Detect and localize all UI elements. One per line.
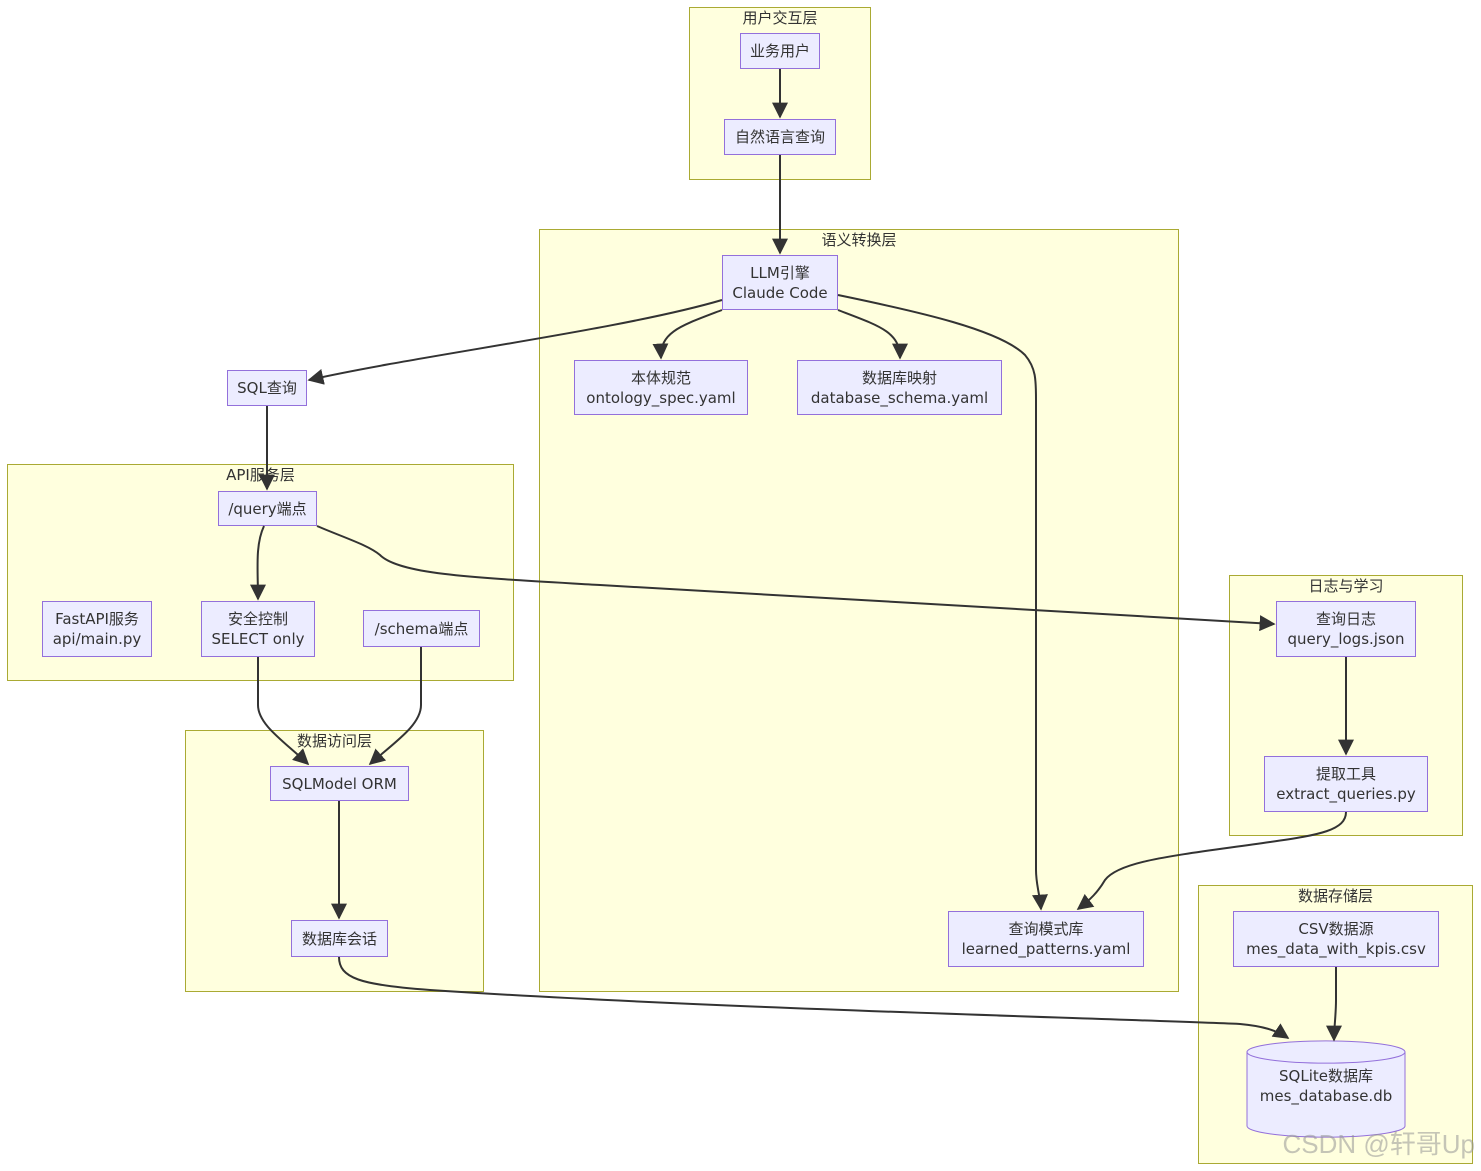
node-sublabel: database_schema.yaml (810, 388, 989, 407)
database-cylinder-icon (1246, 1040, 1406, 1138)
node-label: 数据库会话 (301, 929, 377, 948)
cluster-semantic-transform: 语义转换层 (539, 229, 1179, 992)
node-label: 自然语言查询 (734, 128, 825, 146)
cluster-title: 数据访问层 (296, 732, 372, 750)
node-label: LLM引擎 (750, 263, 810, 282)
node-sublabel: SELECT only (211, 630, 305, 648)
node-natural-language-query[interactable]: 自然语言查询 (724, 119, 836, 155)
node-label: 业务用户 (749, 42, 810, 60)
node-label: SQLite数据库 (1279, 1067, 1373, 1085)
node-csv-data-source[interactable]: CSV数据源 mes_data_with_kpis.csv (1233, 911, 1439, 967)
node-query-pattern-library[interactable]: 查询模式库 learned_patterns.yaml (948, 911, 1144, 967)
cluster-title: 数据存储层 (1297, 887, 1373, 905)
cluster-title: 日志与学习 (1308, 577, 1384, 595)
node-label: 查询模式库 (1008, 920, 1084, 938)
node-sqlite-database[interactable]: SQLite数据库 mes_database.db (1246, 1040, 1406, 1140)
node-label: 查询日志 (1315, 610, 1376, 628)
node-sublabel: mes_database.db (1259, 1087, 1393, 1105)
node-sublabel: api/main.py (52, 630, 142, 648)
cluster-title: 用户交互层 (742, 9, 818, 27)
node-sublabel: mes_data_with_kpis.csv (1246, 940, 1426, 958)
cluster-title: API服务层 (226, 466, 295, 484)
node-business-user[interactable]: 业务用户 (740, 33, 820, 69)
node-label: CSV数据源 (1298, 920, 1374, 938)
node-label: 数据库映射 (861, 368, 937, 387)
node-label: SQLModel ORM (282, 774, 397, 793)
node-schema-endpoint[interactable]: /schema端点 (363, 610, 480, 647)
node-security-control[interactable]: 安全控制 SELECT only (201, 601, 315, 657)
node-ontology-spec[interactable]: 本体规范 ontology_spec.yaml (574, 360, 748, 415)
node-sql-query[interactable]: SQL查询 (227, 370, 307, 406)
node-label: 安全控制 (227, 610, 288, 628)
node-llm-engine[interactable]: LLM引擎 Claude Code (722, 255, 838, 310)
node-sqlmodel-orm[interactable]: SQLModel ORM (270, 766, 409, 801)
watermark: CSDN @轩哥Up (1282, 1129, 1475, 1159)
node-label: FastAPI服务 (55, 610, 139, 628)
node-database-session[interactable]: 数据库会话 (291, 920, 388, 957)
node-query-log[interactable]: 查询日志 query_logs.json (1276, 601, 1416, 657)
node-fastapi-service[interactable]: FastAPI服务 api/main.py (42, 601, 152, 657)
node-sublabel: query_logs.json (1287, 630, 1405, 648)
node-sublabel: Claude Code (732, 283, 828, 302)
node-database-mapping[interactable]: 数据库映射 database_schema.yaml (797, 360, 1002, 415)
cluster-title: 语义转换层 (821, 231, 897, 249)
node-sublabel: ontology_spec.yaml (586, 388, 736, 407)
node-label: /query端点 (228, 499, 307, 518)
node-label: 提取工具 (1315, 765, 1376, 783)
node-sublabel: extract_queries.py (1276, 785, 1416, 803)
node-extract-tool[interactable]: 提取工具 extract_queries.py (1264, 756, 1428, 812)
node-sublabel: learned_patterns.yaml (961, 940, 1131, 958)
node-label: 本体规范 (630, 368, 691, 387)
node-query-endpoint[interactable]: /query端点 (218, 491, 317, 526)
node-label: SQL查询 (237, 379, 297, 397)
node-label: /schema端点 (374, 619, 469, 638)
